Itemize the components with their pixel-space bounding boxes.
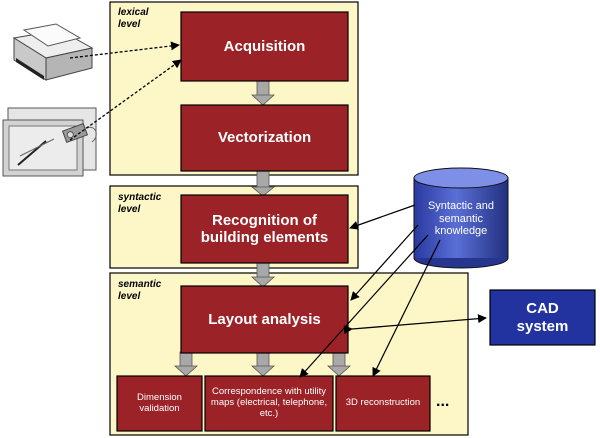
layout-analysis-box — [180, 285, 349, 354]
recognition-box — [180, 194, 349, 264]
tablet-to-acquisition-arrow — [69, 59, 182, 141]
knowledge-to-recognition-arrow — [349, 204, 416, 230]
knowledge-to-correspondence-arrow — [299, 234, 429, 378]
flow-arrow-recognition-layout — [250, 261, 276, 288]
acquisition-label: Acquisition — [223, 37, 306, 55]
reconstruction-box — [335, 375, 431, 432]
digitizer-tablet-icon — [2, 107, 97, 177]
vectorization-label: Vectorization — [217, 129, 312, 147]
correspondence-box — [204, 375, 334, 432]
reconstruction-label: 3D reconstruction — [345, 397, 421, 409]
cad-system-label: CAD system — [516, 300, 569, 335]
cad-system-box — [489, 289, 596, 346]
dimension-validation-box — [116, 375, 203, 432]
layout-analysis-label: Layout analysis — [208, 310, 321, 328]
knowledge-to-layout-arrow — [350, 224, 419, 301]
flow-arrow-layout-reconstruction — [326, 351, 352, 377]
recognition-label: Recognition of building elements — [200, 211, 329, 246]
more-ellipsis: ... — [436, 393, 450, 410]
knowledge-database-icon — [413, 167, 509, 269]
scanner-icon — [12, 23, 94, 81]
semantic-level-label: semantic level — [118, 279, 162, 302]
dimension-validation-label: Dimension validation — [137, 391, 182, 414]
vectorization-box — [180, 104, 349, 172]
layout-cad-bidirectional-arrow — [343, 314, 487, 335]
syntactic-level-label: syntactic level — [118, 192, 162, 215]
knowledge-label: Syntactic and semantic knowledge — [427, 200, 495, 238]
lexical-level-label: lexical level — [118, 7, 149, 30]
flow-arrow-acquisition-vectorization — [250, 79, 276, 106]
flow-arrow-vectorization-recognition — [250, 169, 276, 197]
scanner-to-acquisition-arrow — [69, 41, 180, 59]
knowledge-to-reconstruction-arrow — [372, 239, 441, 377]
correspondence-label: Correspondence with utility maps (electr… — [210, 386, 328, 419]
acquisition-box — [180, 11, 349, 82]
flow-arrow-layout-correspondence — [250, 351, 276, 377]
